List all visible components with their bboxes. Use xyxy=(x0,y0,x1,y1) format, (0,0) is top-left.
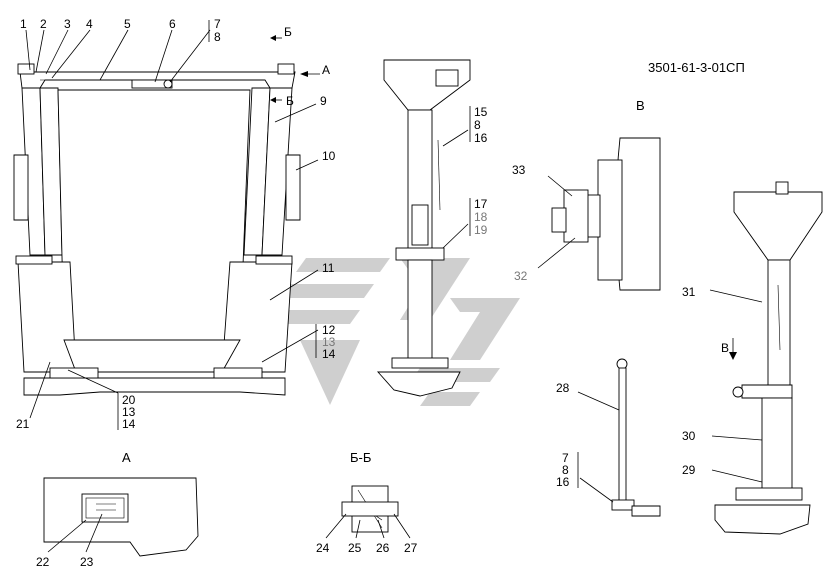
label-29: 29 xyxy=(682,463,696,477)
cab-front-view xyxy=(13,63,301,396)
label-13-cab: 13 xyxy=(322,335,336,349)
label-6: 6 xyxy=(169,17,176,31)
part-labels: 3501-61-3-01СП 1 2 3 4 5 6 7 8 Б А Б 9 1… xyxy=(16,17,745,569)
view-bb-title: Б-Б xyxy=(350,450,371,465)
label-27: 27 xyxy=(404,541,418,555)
label-2: 2 xyxy=(40,17,47,31)
watermark-logo xyxy=(266,258,520,406)
label-11: 11 xyxy=(322,261,335,275)
label-5: 5 xyxy=(124,17,131,31)
label-19: 19 xyxy=(474,223,488,237)
label-24: 24 xyxy=(316,541,330,555)
label-8-rod: 8 xyxy=(562,463,569,477)
label-15: 15 xyxy=(474,105,488,119)
label-26: 26 xyxy=(376,541,390,555)
leader-lines-cab xyxy=(25,20,579,488)
view-v-arrow-mark: В xyxy=(721,341,729,355)
label-1: 1 xyxy=(20,17,27,31)
view-b-mark-top: Б xyxy=(284,25,292,39)
label-32: 32 xyxy=(514,269,528,283)
label-20: 20 xyxy=(122,393,136,407)
label-16-rod: 16 xyxy=(556,475,570,489)
view-v-title: В xyxy=(636,98,645,113)
drawing-code: 3501-61-3-01СП xyxy=(648,60,745,75)
label-18: 18 xyxy=(474,210,488,224)
label-7-rod: 7 xyxy=(562,451,569,465)
label-16-mid: 16 xyxy=(474,131,488,145)
column-assembly-right xyxy=(709,181,823,535)
label-21: 21 xyxy=(16,417,30,431)
label-3: 3 xyxy=(64,17,71,31)
label-28: 28 xyxy=(556,381,570,395)
view-markers-cab xyxy=(270,35,320,103)
label-13-base: 13 xyxy=(122,405,136,419)
view-b-mark-side: Б xyxy=(286,94,294,108)
view-a-title: А xyxy=(122,450,131,465)
label-23: 23 xyxy=(80,555,94,569)
label-8-mid: 8 xyxy=(474,118,481,132)
label-8: 8 xyxy=(214,30,221,44)
label-25: 25 xyxy=(348,541,362,555)
label-9: 9 xyxy=(320,94,327,108)
view-bb-detail xyxy=(325,485,411,539)
label-30: 30 xyxy=(682,429,696,443)
label-14-cab: 14 xyxy=(322,347,336,361)
label-31: 31 xyxy=(682,285,696,299)
column-post-middle xyxy=(376,59,471,397)
label-14-base: 14 xyxy=(122,417,136,431)
label-17: 17 xyxy=(474,197,488,211)
view-a-detail xyxy=(43,477,199,557)
view-v-detail xyxy=(537,137,661,291)
label-7: 7 xyxy=(214,17,221,31)
label-10: 10 xyxy=(322,149,336,163)
label-12: 12 xyxy=(322,323,336,337)
label-33: 33 xyxy=(512,163,526,177)
view-a-mark: А xyxy=(322,63,330,77)
label-22: 22 xyxy=(36,555,50,569)
label-4: 4 xyxy=(86,17,93,31)
rod-assembly xyxy=(577,358,661,517)
